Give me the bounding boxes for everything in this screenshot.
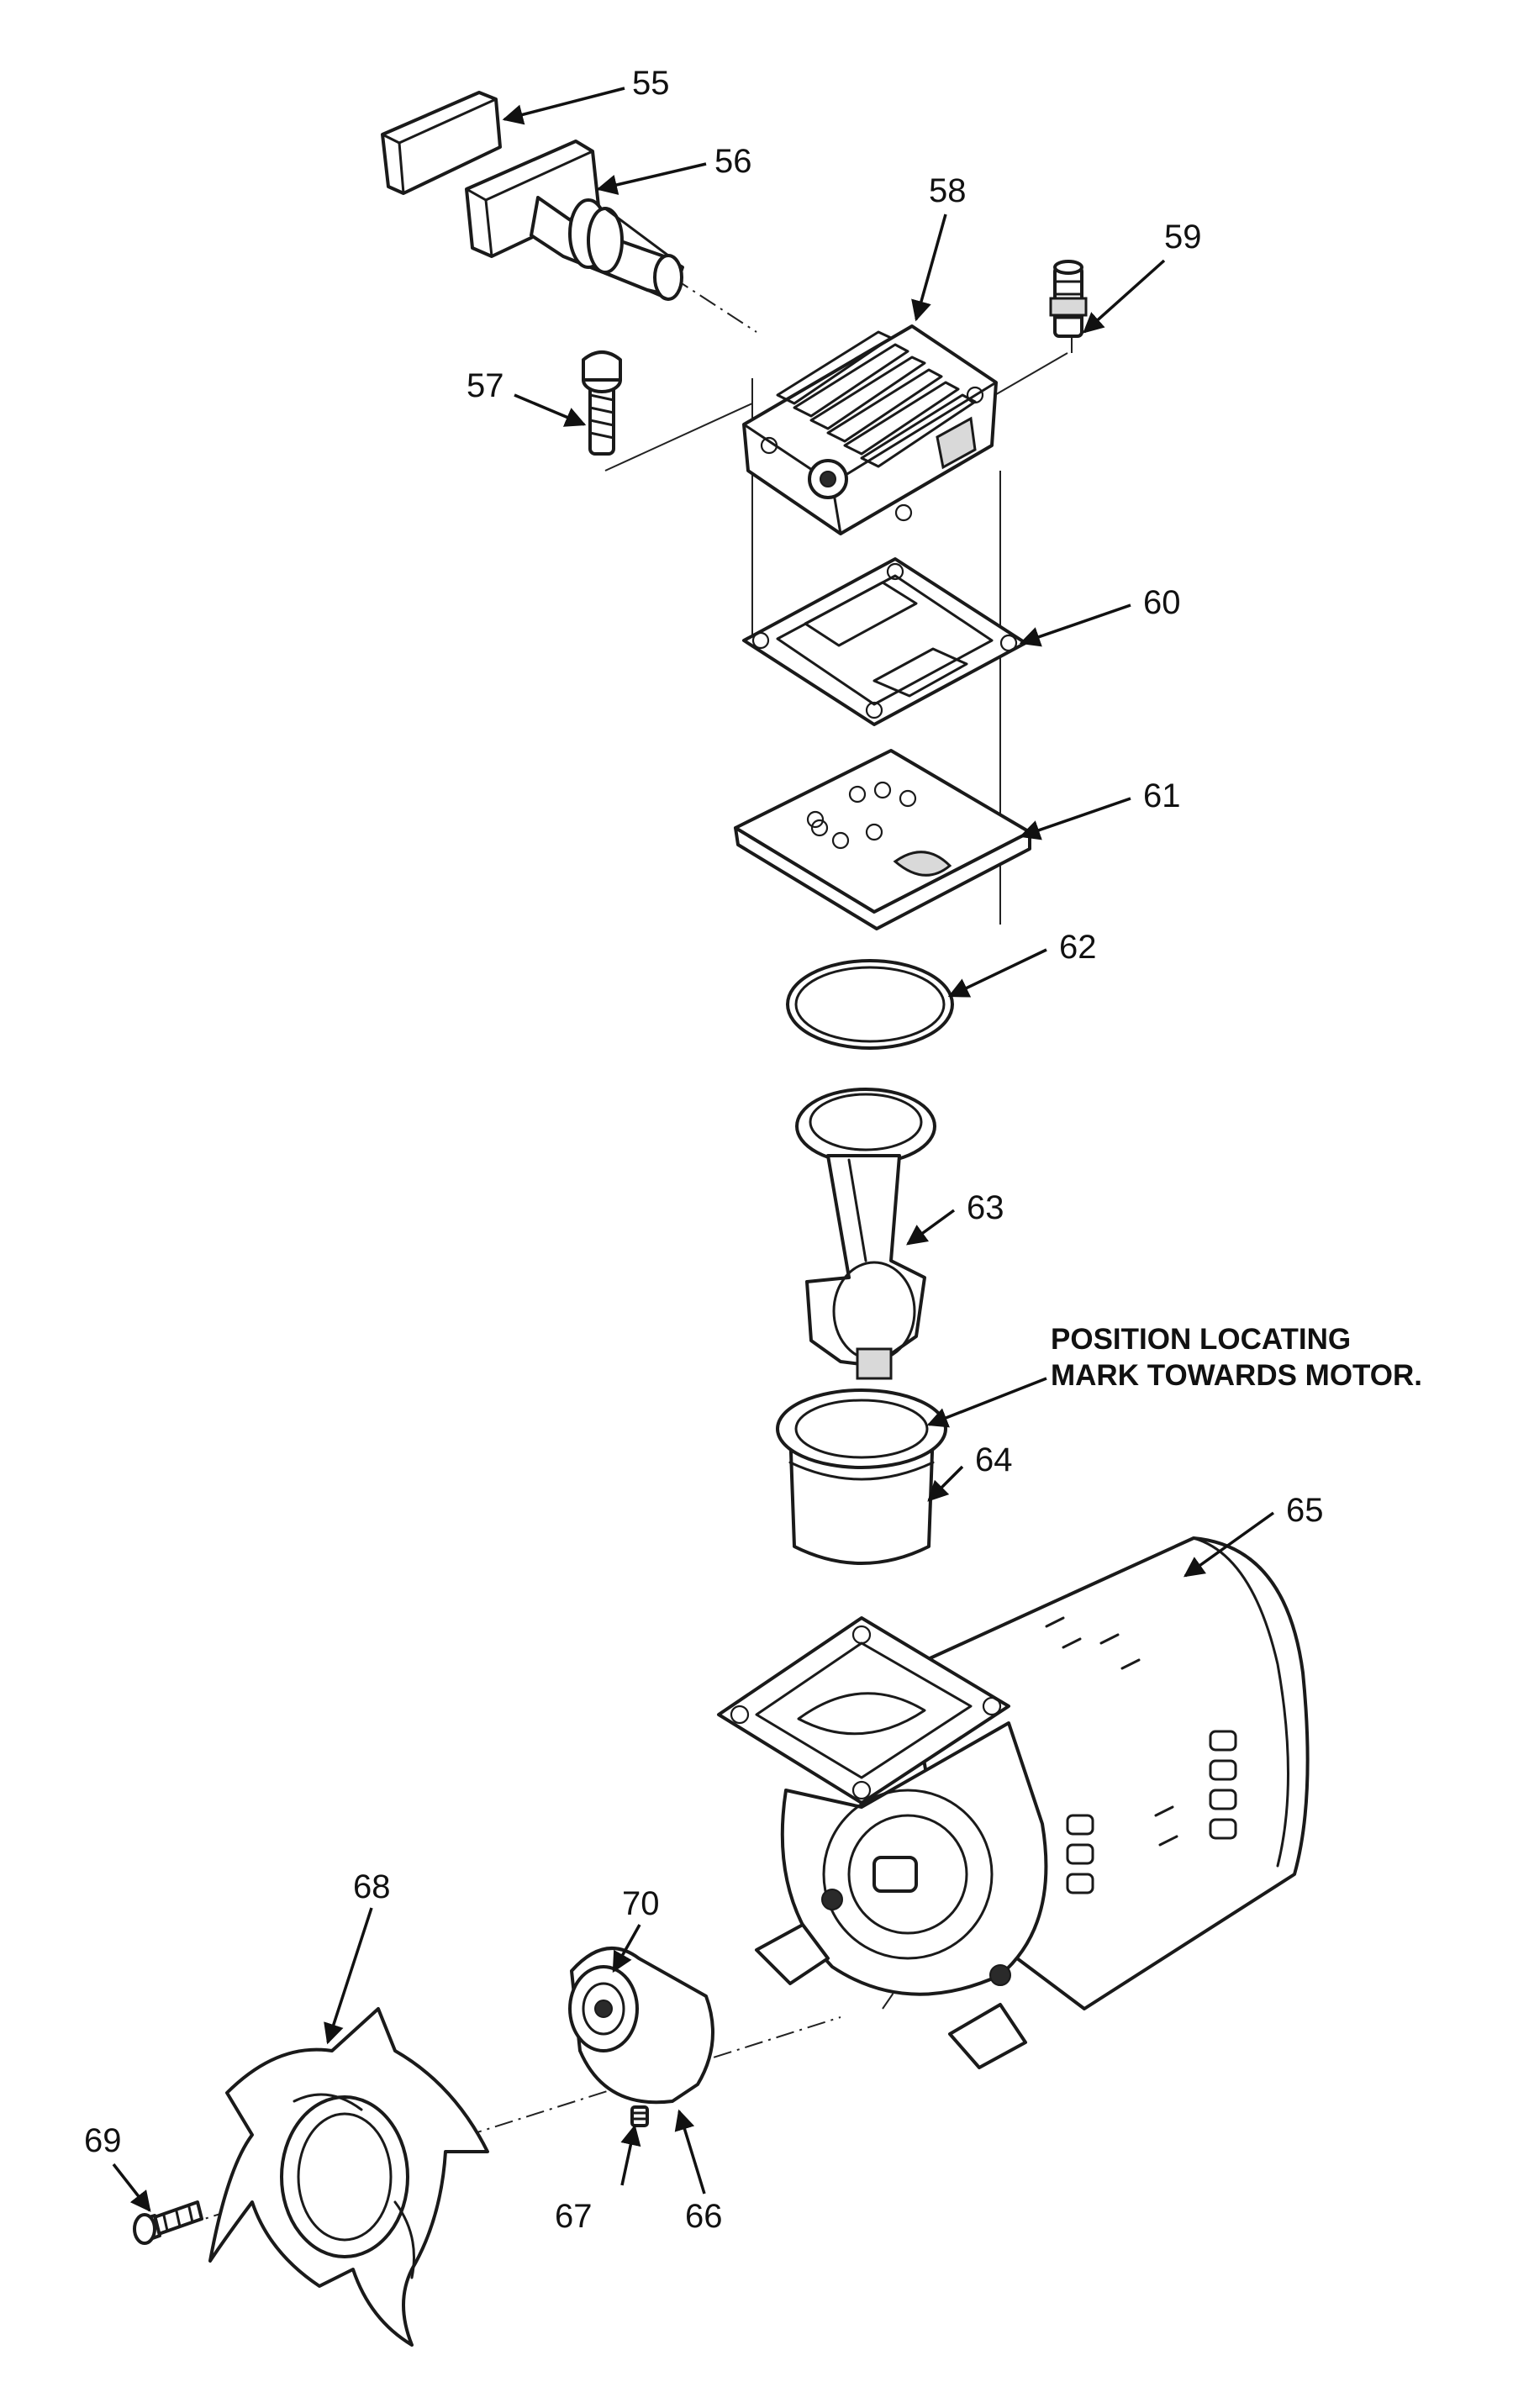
outlet-fitting-part [1049, 260, 1088, 338]
part-label-69: 69 [84, 2122, 122, 2159]
fan-blade-part [208, 2007, 489, 2347]
filter-element-part [381, 91, 502, 195]
set-screw-part [630, 2105, 649, 2127]
valve-plate-part [734, 749, 1031, 930]
part-label-57: 57 [467, 367, 504, 404]
intake-muffler-part [465, 140, 684, 301]
head-bolt-part [582, 350, 622, 456]
part-label-58: 58 [929, 172, 967, 209]
part-label-55: 55 [632, 65, 670, 102]
motor-housing-part [717, 1536, 1310, 2069]
callout-leaders [112, 87, 1275, 2212]
fan-hub-part [568, 1947, 714, 2105]
part-label-66: 66 [685, 2198, 723, 2235]
fan-bolt-part [133, 2200, 203, 2245]
part-label-62: 62 [1059, 929, 1097, 966]
locating-mark-note-line2: MARK TOWARDS MOTOR. [1051, 1359, 1422, 1392]
part-label-60: 60 [1143, 584, 1181, 621]
part-label-68: 68 [353, 1868, 391, 1905]
cylinder-head-part [742, 324, 998, 535]
locating-mark-note-line1: POSITION LOCATING [1051, 1323, 1351, 1356]
part-label-61: 61 [1143, 777, 1181, 814]
part-label-56: 56 [714, 143, 752, 180]
part-label-65: 65 [1286, 1492, 1324, 1529]
o-ring-part [786, 959, 954, 1050]
part-label-63: 63 [967, 1189, 1004, 1226]
part-label-70: 70 [622, 1885, 660, 1922]
part-label-59: 59 [1164, 219, 1202, 256]
part-label-67: 67 [555, 2198, 593, 2235]
head-gasket-part [742, 557, 1027, 726]
part-number-labels: 55 56 58 59 57 60 61 62 63 POSITION LOCA… [84, 65, 1422, 2235]
connecting-rod-part [795, 1088, 936, 1380]
part-label-64: 64 [975, 1441, 1013, 1478]
sleeve-bearing-part [776, 1388, 947, 1565]
